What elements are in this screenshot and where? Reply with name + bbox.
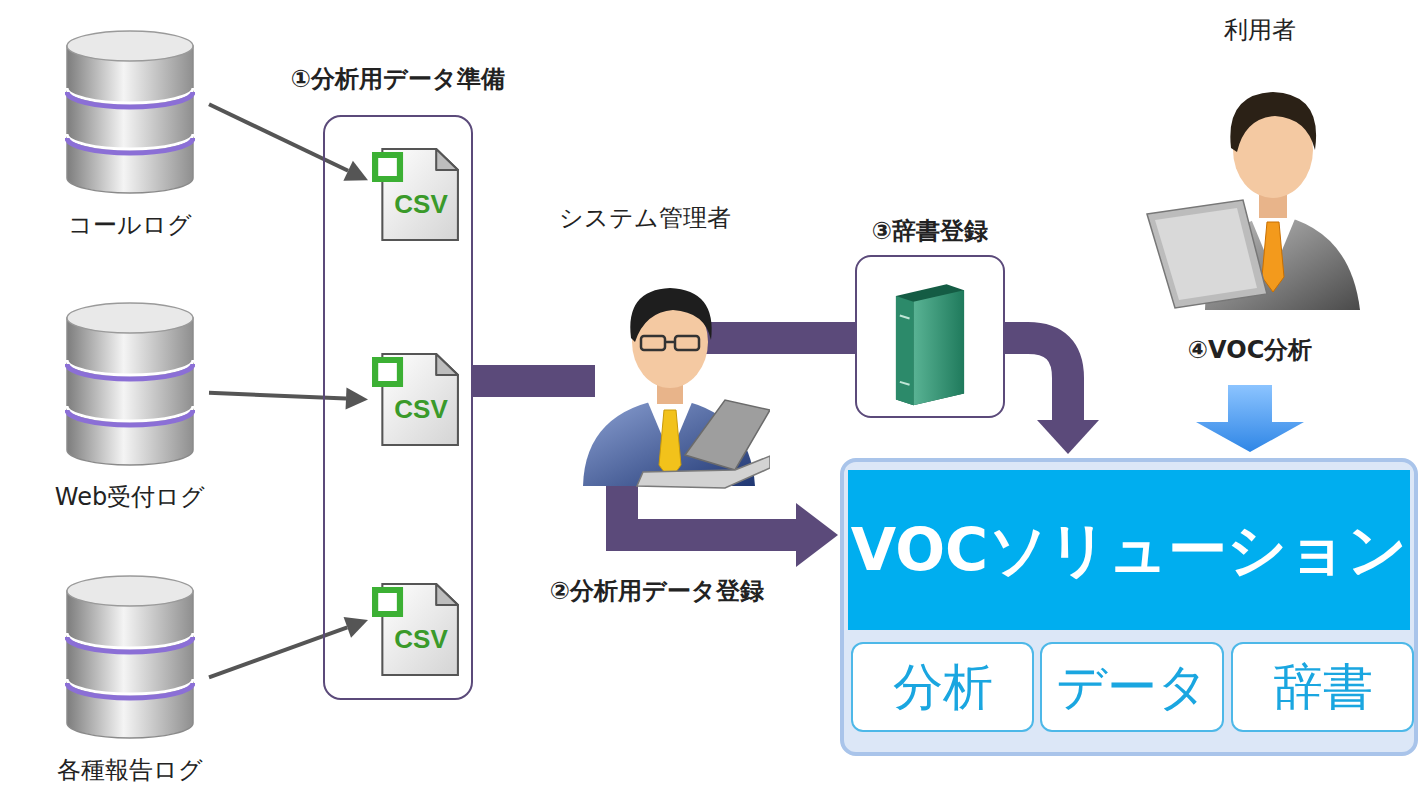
- module-label: 分析: [893, 654, 993, 721]
- art-path: [1230, 92, 1316, 152]
- db-node: 各種報告ログ: [65, 575, 195, 740]
- art-path: [67, 683, 193, 698]
- art-svg: [1145, 62, 1390, 312]
- title-band: VOCソリューション: [848, 470, 1410, 630]
- art-polygon: [896, 296, 914, 405]
- db-node: Web受付ログ: [65, 302, 195, 467]
- arrow-line: [209, 627, 347, 677]
- thin-arrow: [209, 388, 368, 410]
- group-node: ①分析用データ準備CSVCSVCSV: [323, 115, 473, 700]
- file-type: CSV: [382, 624, 460, 655]
- art-polygon: [1155, 208, 1257, 300]
- art-polygon: [1262, 222, 1284, 292]
- art-path: [67, 410, 193, 425]
- art-rect: [375, 155, 400, 179]
- sub-node: 分析: [851, 642, 1034, 732]
- art-rect: [375, 360, 400, 384]
- blue-arrow: [1196, 385, 1304, 452]
- thin-arrow: [209, 617, 368, 677]
- art-polygon: [637, 456, 770, 488]
- file-type: CSV: [382, 394, 460, 425]
- block-arrow: [1196, 385, 1304, 452]
- art-path: [67, 318, 193, 465]
- band-line: [705, 322, 857, 354]
- admin-node: システム管理者: [575, 250, 770, 490]
- csv-node: CSV: [372, 147, 460, 242]
- role-label: 利用者: [1224, 14, 1296, 46]
- arrow-head: [346, 388, 368, 410]
- sub-node: データ: [1040, 642, 1224, 732]
- node-label: Web受付ログ: [55, 481, 205, 513]
- edge-label: ②分析用データ登録: [550, 575, 764, 607]
- art-path: [436, 584, 458, 605]
- art-path: [67, 364, 193, 379]
- box-heading: ③辞書登録: [872, 215, 988, 247]
- art-path: [630, 288, 711, 342]
- edge-label: ④VOC分析: [1188, 334, 1313, 366]
- art-path: [436, 149, 458, 170]
- band-connector: [705, 338, 857, 339]
- art-line: [900, 316, 910, 319]
- art-svg: [65, 575, 195, 740]
- art-svg: [65, 302, 195, 467]
- band-connector: [473, 381, 595, 382]
- node-label: コールログ: [68, 209, 192, 241]
- art-polygon: [1147, 200, 1267, 308]
- arrow-line: [209, 104, 348, 171]
- art-svg: [65, 30, 195, 195]
- art-polygon: [896, 284, 964, 405]
- art-polygon: [685, 400, 770, 470]
- voc-node: VOCソリューション分析データ辞書: [840, 458, 1418, 756]
- art-polygon: [913, 290, 964, 405]
- art-path: [67, 92, 193, 107]
- art-ellipse: [67, 576, 193, 606]
- solution-title: VOCソリューション: [851, 511, 1407, 590]
- csv-node: CSV: [372, 582, 460, 677]
- art-svg: [575, 250, 770, 490]
- art-svg: [857, 257, 1003, 416]
- book-node: ③辞書登録: [855, 255, 1005, 418]
- band-line: [1003, 338, 1068, 422]
- art-rect: [375, 590, 400, 614]
- csv-node: CSV: [372, 352, 460, 447]
- user-node: 利用者: [1145, 62, 1390, 312]
- art-rect: [675, 336, 699, 350]
- arrow-head: [796, 503, 838, 567]
- art-path: [436, 354, 458, 375]
- art-rect: [641, 336, 665, 350]
- art-ellipse: [67, 303, 193, 333]
- sub-node: 辞書: [1231, 642, 1414, 732]
- art-path: [67, 46, 193, 193]
- group-heading: ①分析用データ準備: [291, 63, 505, 95]
- file-type: CSV: [382, 189, 460, 220]
- role-label: システム管理者: [559, 202, 731, 234]
- arrow-line: [209, 393, 346, 399]
- band-arrow: [1003, 338, 1099, 454]
- art-path: [67, 138, 193, 153]
- art-line: [665, 341, 675, 344]
- art-ellipse: [67, 31, 193, 61]
- arrow-head: [1037, 420, 1099, 454]
- band-line: [473, 365, 595, 397]
- node-label: 各種報告ログ: [57, 754, 203, 786]
- module-label: 辞書: [1273, 654, 1373, 721]
- art-line: [900, 382, 910, 385]
- module-label: データ: [1056, 654, 1208, 721]
- art-path: [67, 637, 193, 652]
- art-polygon: [659, 410, 681, 480]
- db-node: コールログ: [65, 30, 195, 195]
- art-path: [67, 591, 193, 738]
